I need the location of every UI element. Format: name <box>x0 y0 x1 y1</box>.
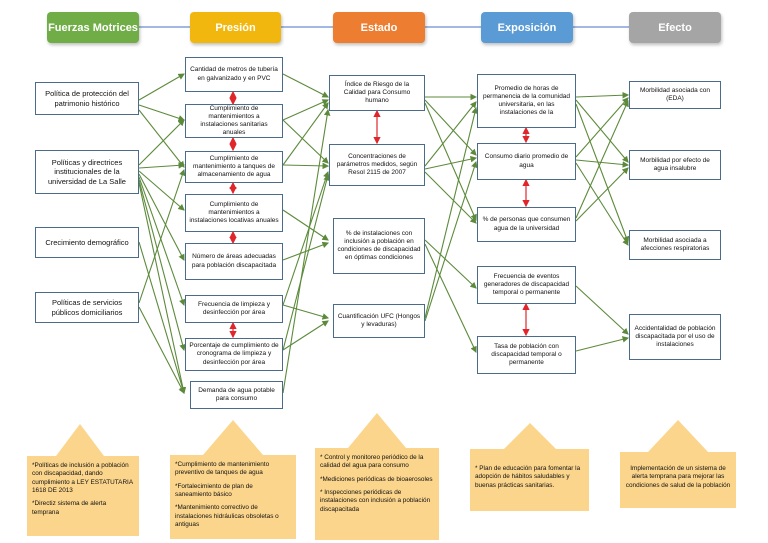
estado-box: % de instalaciones con inclusión a pobla… <box>333 218 425 274</box>
response-arrow-estado <box>348 413 406 448</box>
arrow-link <box>138 119 185 166</box>
response-text: *Mantenimiento correctivo de instalacion… <box>175 504 279 528</box>
exposicion-box: Consumo diario promedio de agua <box>477 143 576 180</box>
arrow-link <box>282 304 330 320</box>
response-text: *Cumplimiento de mantenimiento preventiv… <box>175 461 270 477</box>
arrow-link <box>138 162 186 169</box>
response-box-estado: * Control y monitoreo periódico de la ca… <box>315 448 439 540</box>
response-text: * Plan de educación para fomentar la ado… <box>475 465 581 489</box>
efecto-box: Morbilidad asociada con (EDA) <box>629 81 721 109</box>
header-estado: Estado <box>333 12 425 43</box>
response-text: * Control y monitoreo periódico de la ca… <box>320 454 424 470</box>
header-presion: Presión <box>190 12 281 43</box>
arrow-link <box>282 108 331 394</box>
arrow-link <box>575 99 629 163</box>
arrow-link <box>138 241 186 395</box>
arrow-link <box>575 159 630 168</box>
response-text: Implementación de un sistema de alerta t… <box>625 465 731 489</box>
response-arrow-presion <box>203 420 263 455</box>
arrow-link <box>138 73 185 101</box>
arrow-link <box>424 160 478 322</box>
arrow-link <box>575 162 629 246</box>
response-arrow-fuerzas <box>56 424 104 456</box>
arrow-link <box>424 243 477 353</box>
arrow-link <box>424 171 477 224</box>
arrow-link <box>575 91 630 99</box>
exposicion-box: Frecuencia de eventos generadores de dis… <box>477 266 576 304</box>
arrow-link <box>138 170 185 211</box>
arrow-link <box>424 155 478 170</box>
response-box-efecto: Implementación de un sistema de alerta t… <box>620 452 736 508</box>
arrow-link <box>575 336 630 352</box>
arrow-link <box>138 306 185 394</box>
arrow-link <box>138 173 185 261</box>
header-fuerzas-motrices: Fuerzas Motrices <box>47 12 139 43</box>
arrow-link <box>575 97 629 158</box>
response-box-fuerzas: *Políticas de inclusión a población con … <box>27 456 139 536</box>
response-text: *Políticas de inclusión a población con … <box>32 462 133 494</box>
fuerza-box: Política de protección del patrimonio hi… <box>35 82 139 115</box>
exposicion-box: Promedio de horas de permanencia de la c… <box>477 74 576 128</box>
arrow-link <box>282 170 330 306</box>
arrow-link <box>424 102 477 222</box>
response-text: *Mediciones periódicas de bioaerosoles <box>320 475 433 483</box>
presion-box: Cumplimiento de mantenimientos a instala… <box>185 194 283 232</box>
arrow-link <box>282 102 329 166</box>
response-arrow-efecto <box>648 420 708 452</box>
response-text: * Inspecciones periódicas de instalacion… <box>320 488 431 513</box>
presion-box: Porcentaje de cumplimiento de cronograma… <box>185 338 283 371</box>
arrow-link <box>138 179 186 352</box>
response-text: *Directiz sistema de alerta temprana <box>32 500 107 516</box>
response-arrow-exposicion <box>504 423 556 449</box>
estado-box: Concentraciones de parámetros medidos, s… <box>329 144 425 186</box>
arrow-link <box>424 99 477 156</box>
arrow-link <box>282 73 329 98</box>
presion-box: Cumplimiento de mantenimientos a instala… <box>185 104 283 138</box>
presion-box: Número de áreas adecuadas para población… <box>185 243 283 280</box>
arrow-link <box>424 101 477 167</box>
arrow-link <box>138 182 187 395</box>
header-exposicion: Exposición <box>481 12 573 43</box>
fuerza-box: Crecimiento demográfico <box>35 227 139 258</box>
efecto-box: Morbilidad por efecto de agua insalubre <box>629 150 721 180</box>
efecto-box: Accidentalidad de población discapacitad… <box>629 314 721 360</box>
efecto-box: Morbilidad asociada a afecciones respira… <box>629 230 721 260</box>
response-box-presion: *Cumplimiento de mantenimiento preventiv… <box>170 455 296 539</box>
presion-box: Cantidad de metros de tubería en galvani… <box>185 57 283 92</box>
arrow-link <box>138 109 185 168</box>
presion-box: Frecuencia de limpieza y desinfección po… <box>185 295 283 323</box>
arrow-link <box>575 103 630 244</box>
presion-box: Cumplimiento de mantenimiento a tanques … <box>185 151 283 183</box>
header-efecto: Efecto <box>629 12 721 43</box>
fuerza-box: Políticas de servicios públicos domicili… <box>35 292 139 323</box>
exposicion-box: Tasa de población con discapacidad tempo… <box>477 336 576 374</box>
arrow-link <box>138 168 186 304</box>
arrow-link <box>575 99 629 219</box>
presion-box: Demanda de agua potable para consumo <box>190 381 283 409</box>
arrow-link <box>575 167 629 222</box>
fuerza-box: Políticas y directrices institucionales … <box>35 150 139 194</box>
response-box-exposicion: * Plan de educación para fomentar la ado… <box>470 449 589 511</box>
arrow-link <box>282 162 330 170</box>
arrow-link <box>575 285 629 335</box>
arrow-link <box>282 209 329 241</box>
arrow-link <box>138 104 186 122</box>
estado-box: Cuantificación UFC (Hongos y levaduras) <box>333 304 425 338</box>
arrow-link <box>138 176 186 307</box>
exposicion-box: % de personas que consumen agua de la un… <box>477 207 576 242</box>
arrow-link <box>282 173 330 351</box>
arrow-link <box>424 239 477 289</box>
arrow-link <box>282 99 330 121</box>
estado-box: Índice de Riesgo de la Calidad para Cons… <box>329 75 425 111</box>
arrow-link <box>424 106 478 319</box>
response-text: *Fortalecimiento de plan de saneamiento … <box>175 482 253 498</box>
